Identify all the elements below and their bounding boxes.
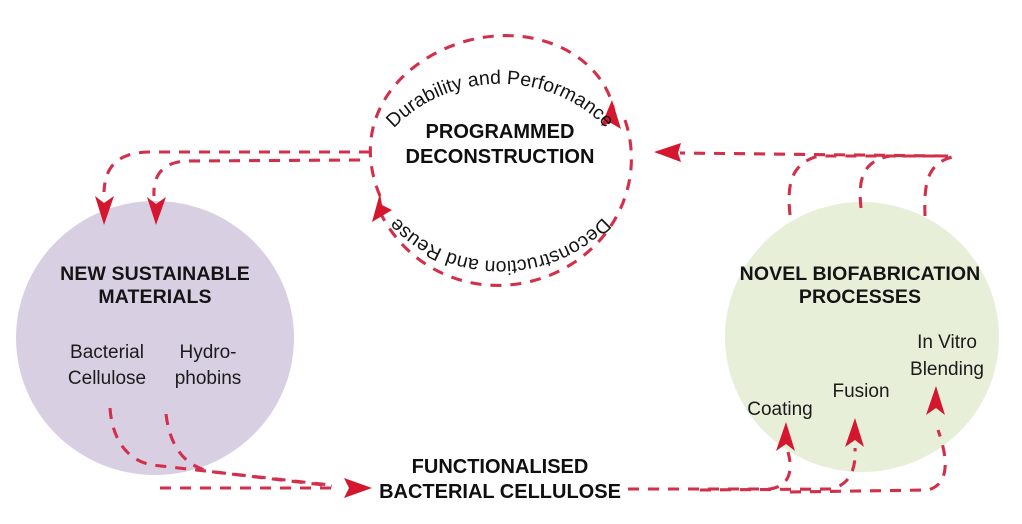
arrowhead-green-fusion	[845, 418, 864, 447]
left-item-0-line1: Bacterial	[70, 342, 144, 363]
node-new-sustainable-materials	[16, 201, 294, 475]
flow-band-to-green-branch-2	[699, 447, 857, 492]
arrowhead-cycle-upper	[601, 100, 621, 129]
left-node-title-line2: MATERIALS	[98, 286, 211, 308]
flow-band-to-green-branch-3	[789, 429, 947, 494]
left-item-0-line2: Cellulose	[68, 368, 146, 389]
flow-center-to-left-branch-2	[152, 158, 361, 197]
flow-center-to-left-branch-1	[102, 150, 370, 193]
flow-left-to-band-branch-1	[108, 407, 331, 487]
flow-green-top-mid-branch	[858, 154, 948, 209]
left-node-title-line1: NEW SUSTAINABLE	[60, 263, 250, 285]
right-item-2-line2: Blending	[910, 359, 984, 380]
center-node-title-line1: PROGRAMMED	[426, 121, 575, 143]
arrowhead-cycle-lower	[372, 193, 392, 222]
flow-left-to-band-branch-2	[164, 413, 333, 488]
arrowhead-left-circle-1	[95, 196, 114, 225]
right-node-title-line1: NOVEL BIOFABRICATION	[740, 263, 981, 285]
flow-green-top-left-branch	[787, 154, 940, 216]
left-item-1-line2: phobins	[175, 368, 242, 389]
arrowhead-to-band	[344, 478, 372, 498]
flow-band-to-green-branch-1	[628, 451, 792, 491]
right-node-title-line2: PROCESSES	[799, 286, 921, 308]
center-arc-bottom-label: Deconstruction and Reuse	[385, 214, 615, 278]
center-node-title-line2: DECONSTRUCTION	[406, 146, 595, 168]
bottom-band-title-line2: BACTERIAL CELLULOSE	[379, 481, 621, 503]
arrowhead-to-center	[654, 143, 681, 162]
flow-green-top-right-branch	[923, 155, 953, 217]
arrowhead-green-invitro	[926, 386, 945, 415]
bottom-band-title-line1: FUNCTIONALISED	[412, 456, 589, 478]
flow-center-cycle-lower-arc	[379, 119, 633, 287]
flow-green-to-center-trunk	[679, 151, 946, 158]
right-item-1-line1: Fusion	[832, 381, 889, 402]
right-item-0-line1: Coating	[747, 399, 813, 420]
flow-center-cycle-upper-arc	[368, 34, 616, 197]
arrowhead-left-circle-2	[147, 197, 166, 225]
right-item-2-line1: In Vitro	[917, 332, 977, 353]
left-item-1-line1: Hydro-	[179, 342, 236, 363]
arrowhead-green-coating	[776, 422, 795, 451]
